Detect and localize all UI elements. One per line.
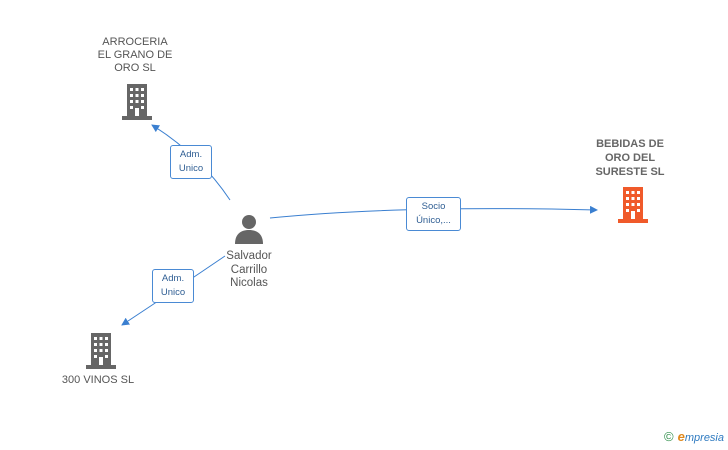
brand-logo-e: e — [677, 429, 685, 444]
person-icon[interactable] — [234, 214, 264, 244]
edge-label-to-vinos[interactable]: Adm. Unico — [152, 269, 194, 303]
building-icon[interactable] — [86, 333, 116, 369]
node-label-arroceria: ARROCERIA EL GRANO DE ORO SL — [97, 36, 173, 74]
copyright-symbol: © — [664, 429, 674, 444]
edge-label-to-bebidas[interactable]: Socio Único,... — [406, 197, 461, 231]
node-label-bebidas: BEBIDAS DE ORO DEL SURESTE SL — [595, 138, 665, 178]
brand-name: mpresia — [684, 432, 724, 444]
node-label-vinos: 300 VINOS SL — [61, 374, 135, 386]
building-icon[interactable] — [122, 84, 152, 120]
building-icon[interactable] — [617, 187, 649, 223]
brand-watermark: ©empresia — [664, 429, 724, 444]
node-label-person: Salvador Carrillo Nicolas — [226, 250, 272, 289]
edge-label-to-arroceria[interactable]: Adm. Unico — [170, 145, 212, 179]
